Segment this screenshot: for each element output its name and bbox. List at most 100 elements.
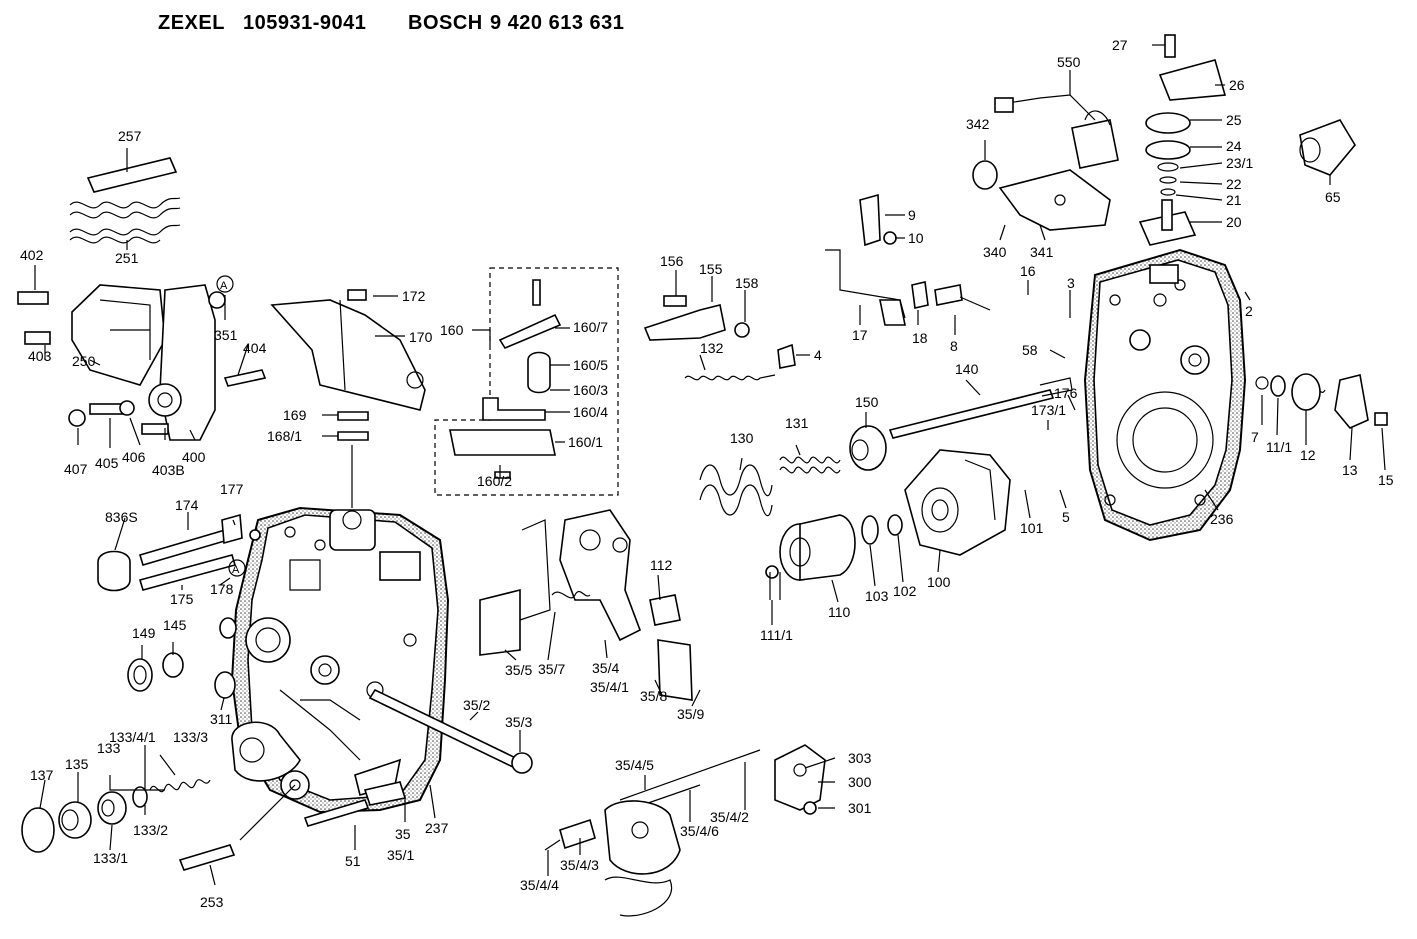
callout-133-3: 133/3 bbox=[173, 729, 208, 745]
callout-301: 301 bbox=[848, 800, 872, 816]
callout-176: 176 bbox=[1054, 385, 1078, 401]
callout-35-4: 35/4 bbox=[592, 660, 619, 676]
callout-35-4-4: 35/4/4 bbox=[520, 877, 559, 893]
callout-102: 102 bbox=[893, 583, 917, 599]
callout-300: 300 bbox=[848, 774, 872, 790]
callout-351: 351 bbox=[214, 327, 238, 343]
callout-2: 2 bbox=[1245, 303, 1253, 319]
callout-160-4: 160/4 bbox=[573, 404, 608, 420]
callout-103: 103 bbox=[865, 588, 889, 604]
callout-251: 251 bbox=[115, 250, 139, 266]
callout-403B: 403B bbox=[152, 462, 185, 478]
callout-35-4-2: 35/4/2 bbox=[710, 809, 749, 825]
callout-140: 140 bbox=[955, 361, 979, 377]
callout-5: 5 bbox=[1062, 509, 1070, 525]
callout-35: 35 bbox=[395, 826, 411, 842]
callout-10: 10 bbox=[908, 230, 924, 246]
callout-149: 149 bbox=[132, 625, 156, 641]
callout-21: 21 bbox=[1226, 192, 1242, 208]
zexel-part-number: 105931-9041 bbox=[243, 12, 367, 34]
callout-168-1: 168/1 bbox=[267, 428, 302, 444]
callout-145: 145 bbox=[163, 617, 187, 633]
callout-174: 174 bbox=[175, 497, 199, 513]
callout-160-3: 160/3 bbox=[573, 382, 608, 398]
callout-160: 160 bbox=[440, 322, 464, 338]
callout-169: 169 bbox=[283, 407, 307, 423]
shaft-140 bbox=[888, 377, 1073, 439]
drawings bbox=[17, 34, 1388, 917]
callout-178: 178 bbox=[210, 581, 234, 597]
callout-402: 402 bbox=[20, 247, 44, 263]
plate-35-4 bbox=[479, 509, 693, 701]
top-right-parts bbox=[972, 34, 1356, 246]
bracket-250-400 bbox=[17, 284, 267, 441]
right-small-parts bbox=[1255, 373, 1388, 429]
callout-35-5: 35/5 bbox=[505, 662, 532, 678]
callout-9: 9 bbox=[908, 207, 916, 223]
callout-160-1: 160/1 bbox=[568, 434, 603, 450]
callout-111-1: 111/1 bbox=[760, 627, 793, 643]
brand-zexel: ZEXEL bbox=[158, 12, 225, 34]
callout-404: 404 bbox=[243, 340, 267, 356]
callout-237: 237 bbox=[425, 820, 449, 836]
spring-130-131 bbox=[699, 425, 887, 517]
governor-lever-170 bbox=[270, 289, 426, 441]
callout-17: 17 bbox=[852, 327, 868, 343]
callout-342: 342 bbox=[966, 116, 990, 132]
callout-130: 130 bbox=[730, 430, 754, 446]
callout-341: 341 bbox=[1030, 244, 1054, 260]
callout-35-3: 35/3 bbox=[505, 714, 532, 730]
callout-137: 137 bbox=[30, 767, 54, 783]
callout-112: 112 bbox=[650, 557, 673, 573]
callout-133: 133 bbox=[97, 740, 121, 756]
callout-160-7: 160/7 bbox=[573, 319, 608, 335]
drive-hub-110 bbox=[779, 514, 903, 581]
callout-25: 25 bbox=[1226, 112, 1242, 128]
leader-lines bbox=[34, 44, 1386, 886]
sub-assembly-35-4 bbox=[544, 744, 826, 917]
callout-405: 405 bbox=[95, 455, 119, 471]
callout-a-bottom: A bbox=[228, 559, 246, 577]
callout-250: 250 bbox=[72, 353, 96, 369]
callout-170: 170 bbox=[409, 329, 433, 345]
callout-23-1: 23/1 bbox=[1226, 155, 1253, 171]
callout-550: 550 bbox=[1057, 54, 1081, 70]
callout-22: 22 bbox=[1226, 176, 1242, 192]
callout-35-4-3: 35/4/3 bbox=[560, 857, 599, 873]
callout-407: 407 bbox=[64, 461, 88, 477]
callout-65: 65 bbox=[1325, 189, 1341, 205]
shaft-35-2 bbox=[368, 688, 533, 774]
linkage-155 bbox=[643, 295, 796, 381]
callout-18: 18 bbox=[912, 330, 928, 346]
callout-257: 257 bbox=[118, 128, 142, 144]
callout-133-1: 133/1 bbox=[93, 850, 128, 866]
front-housing bbox=[230, 506, 450, 814]
callout-labels: 27 550 26 25 24 23/1 22 21 20 65 342 340… bbox=[20, 37, 1394, 910]
callout-35-2: 35/2 bbox=[463, 697, 490, 713]
callout-27: 27 bbox=[1112, 37, 1128, 53]
callout-406: 406 bbox=[122, 449, 146, 465]
callout-24: 24 bbox=[1226, 138, 1242, 154]
callout-12: 12 bbox=[1300, 447, 1316, 463]
callout-403: 403 bbox=[28, 348, 52, 364]
governor-assembly-160 bbox=[434, 267, 619, 496]
left-bottom-parts bbox=[21, 779, 407, 871]
callout-155: 155 bbox=[699, 261, 723, 277]
callout-133-4-1: 133/4/1 bbox=[109, 729, 156, 745]
bosch-part-number: 9 420 613 631 bbox=[490, 12, 625, 34]
callout-101: 101 bbox=[1020, 520, 1044, 536]
callout-150: 150 bbox=[855, 394, 879, 410]
callout-35-4-1: 35/4/1 bbox=[590, 679, 629, 695]
callout-160-2: 160/2 bbox=[477, 473, 512, 489]
callout-35-1: 35/1 bbox=[387, 847, 414, 863]
callout-311: 311 bbox=[210, 711, 233, 727]
callout-35-8: 35/8 bbox=[640, 688, 667, 704]
brand-bosch: BOSCH bbox=[408, 12, 483, 34]
callout-131: 131 bbox=[785, 415, 809, 431]
callout-3: 3 bbox=[1067, 275, 1075, 291]
svg-text:A: A bbox=[220, 280, 228, 292]
callout-35-4-6: 35/4/6 bbox=[680, 823, 719, 839]
callout-11-1: 11/1 bbox=[1266, 439, 1292, 455]
callout-8: 8 bbox=[950, 338, 958, 354]
washers-149-145-311 bbox=[127, 617, 237, 699]
